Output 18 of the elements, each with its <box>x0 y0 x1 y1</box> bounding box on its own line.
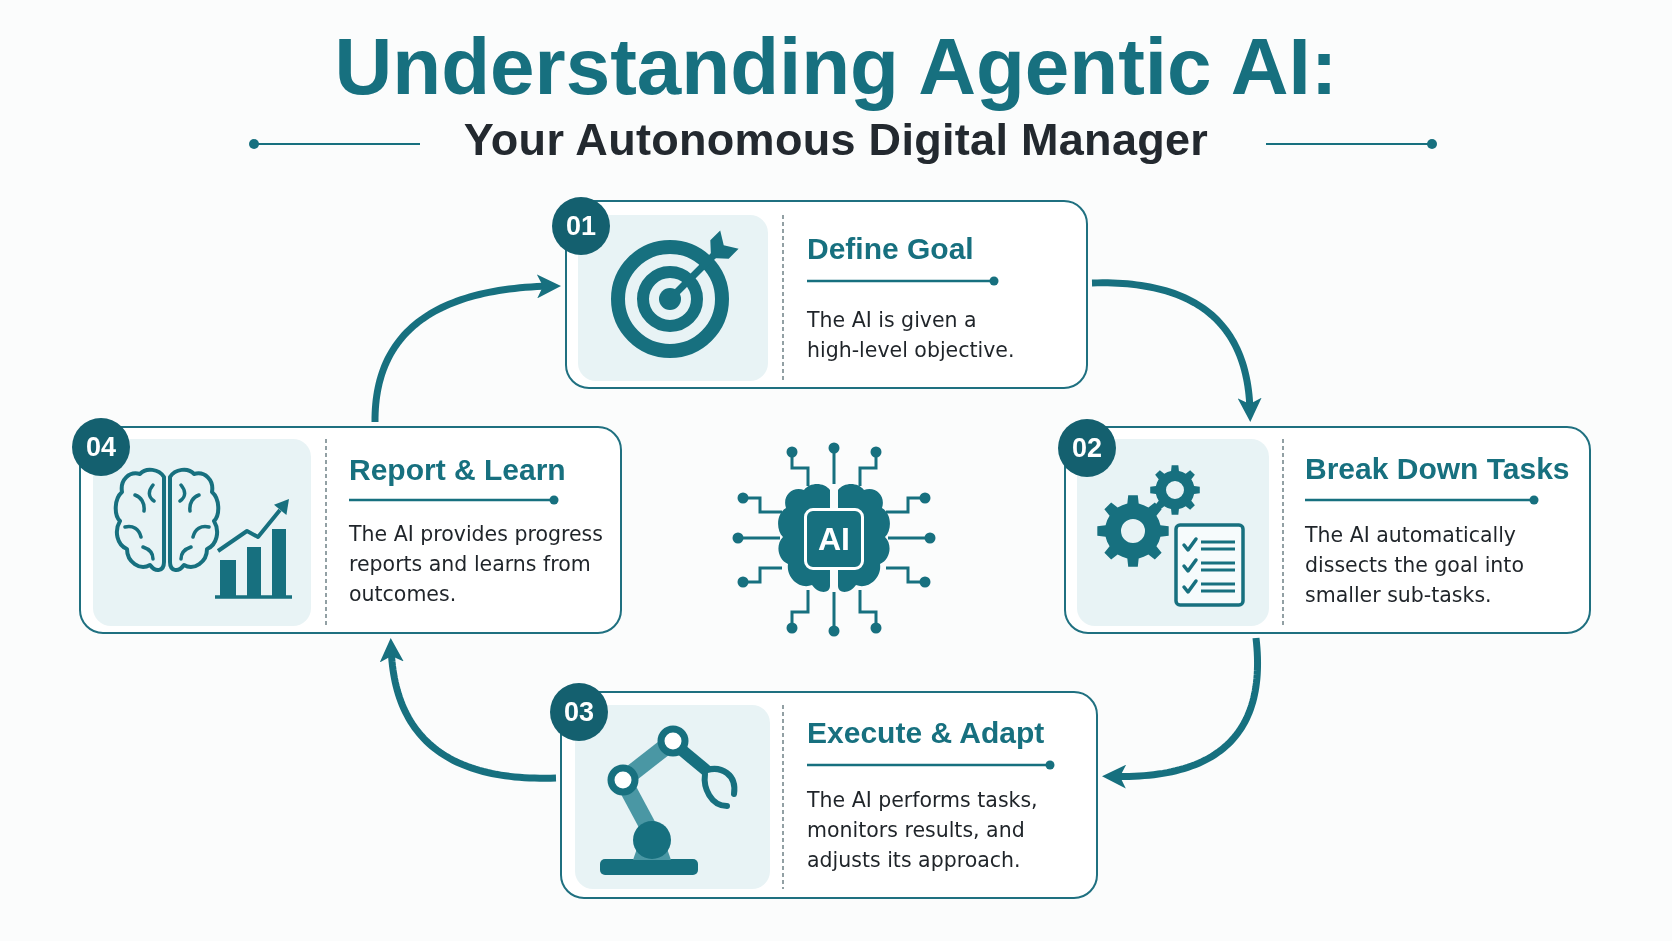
step-title: Break Down Tasks <box>1305 452 1570 486</box>
step-description: The AI automatically dissects the goal into smaller sub-tasks. <box>1305 522 1525 609</box>
step-description: The AI provides progress reports and learns from outcomes. <box>349 521 604 608</box>
step-title: Define Goal <box>807 232 974 266</box>
step-number-badge: 04 <box>72 418 130 476</box>
step-number-badge: 02 <box>1058 419 1116 477</box>
cycle-arrow <box>1102 637 1262 789</box>
step-title: Execute & Adapt <box>807 716 1045 750</box>
processor-chip <box>804 508 864 570</box>
chip-label: AI <box>818 522 850 556</box>
cycle-arrow <box>1091 279 1262 422</box>
step-number-badge: 01 <box>552 197 610 255</box>
step-description: The AI is given a high-level objective. <box>807 307 1016 364</box>
subtitle: Your Autonomous Digital Manager <box>463 117 1209 162</box>
step-title: Report & Learn <box>349 453 566 487</box>
step-description: The AI performs tasks, monitors results, and adjusts its approach. <box>807 787 1039 874</box>
step-number-badge: 03 <box>550 683 608 741</box>
cycle-arrow <box>379 638 557 782</box>
